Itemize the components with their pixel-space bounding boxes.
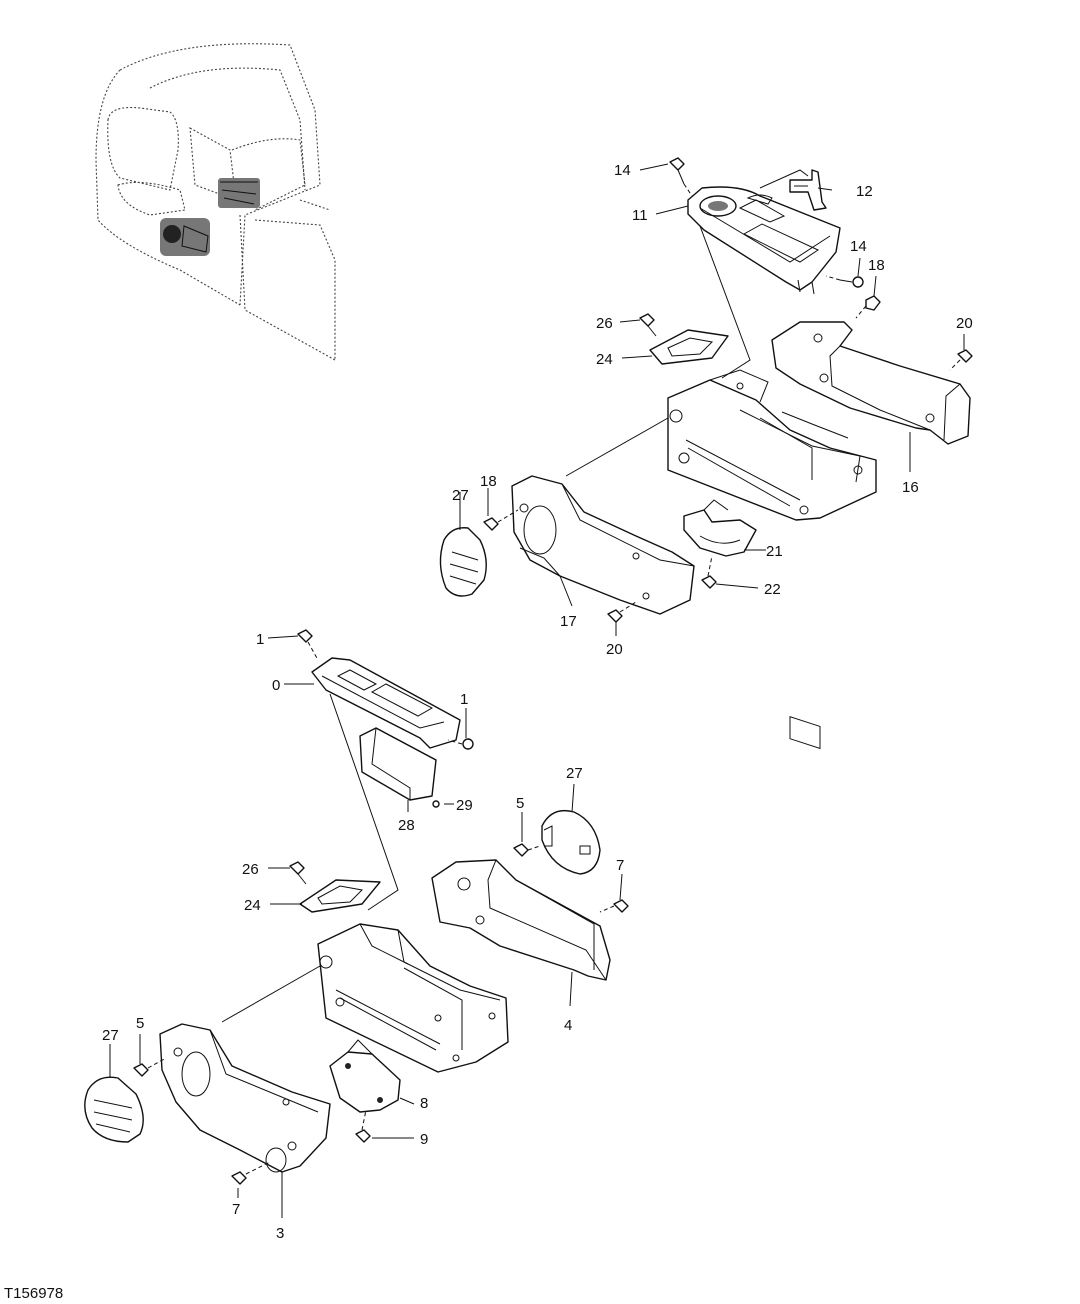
part-18-nut-upper [855,295,881,319]
cab-console-left-marker [160,218,210,256]
callout-14-top: 14 [614,162,631,179]
callout-22: 22 [764,581,781,598]
callout-16: 16 [902,479,919,496]
part-18-bolt-left [483,509,519,531]
callout-24-upper: 24 [596,351,613,368]
callout-3: 3 [276,1225,284,1242]
callout-0: 0 [272,677,280,694]
callout-27-upper: 27 [452,487,469,504]
part-5-bolt-left [133,1057,167,1077]
callout-26-upper: 26 [596,315,613,332]
part-26-screw-upper [639,313,657,337]
callout-24-lower: 24 [244,897,261,914]
part-24-grommet-plate-lower [299,879,381,913]
part-5-bolt-right [513,843,541,857]
callout-4: 4 [564,1017,572,1034]
callout-26-lower: 26 [242,861,259,878]
part-11-control-panel-cover [687,186,841,295]
cab-locator-illustration [95,43,336,361]
callout-8: 8 [420,1095,428,1112]
part-3-left-side-cover [159,1023,331,1173]
part-17-left-side-cover [511,475,695,615]
part-1-screw-right [447,738,474,750]
part-8-bracket-lower [329,1039,401,1113]
callout-29: 29 [456,797,473,814]
callout-labels: 14 12 11 14 18 26 24 20 16 18 27 21 22 1… [102,162,973,1242]
part-27-cap-upper [439,527,487,597]
callout-leaders [109,163,965,1218]
part-14-screw-right [825,275,864,288]
part-22-screw [701,555,717,589]
lower-console-assembly [84,629,629,1185]
lower-console-frame [317,923,509,1073]
callout-9: 9 [420,1131,428,1148]
callout-7-left: 7 [232,1201,240,1218]
callout-18-upper: 18 [868,257,885,274]
part-16-right-side-cover [771,321,971,445]
callout-27-right: 27 [566,765,583,782]
part-4-right-side-cover [431,859,611,981]
callout-27-left: 27 [102,1027,119,1044]
part-20-screw-lower [607,601,637,623]
callout-5-left: 5 [136,1015,144,1032]
callout-1-right: 1 [460,691,468,708]
part-27-cap-right [541,809,601,875]
part-24-grommet-plate-upper [649,329,729,365]
callout-21: 21 [766,543,783,560]
part-9-screw [355,1109,371,1143]
callout-28: 28 [398,817,415,834]
callout-5-right: 5 [516,795,524,812]
callout-11: 11 [632,207,648,224]
part-14-screw-top [669,157,693,197]
part-7-screw-right [599,899,629,913]
figure-reference-code: T156978 [4,1285,63,1302]
callout-20-upper: 20 [956,315,973,332]
callout-14-right: 14 [850,238,867,255]
part-7-screw-left [231,1161,271,1185]
part-0-armrest-cover [311,657,461,749]
part-1-screw-top [297,629,319,661]
part-27-cap-left [84,1076,144,1143]
cab-console-right-marker [218,178,260,208]
callout-7-right: 7 [616,857,624,874]
callout-1-top: 1 [256,631,264,648]
part-28-storage-box [359,727,437,801]
part-21-bracket-upper [683,499,757,557]
callout-20-lower: 20 [606,641,623,658]
upper-console-frame [667,369,877,750]
part-12-bracket [789,169,827,211]
part-20-screw-upper [949,349,973,371]
part-26-screw-lower [289,861,307,885]
callout-17: 17 [560,613,577,630]
callout-18-left: 18 [480,473,497,490]
callout-12: 12 [856,183,873,200]
part-29-screw [432,800,440,808]
upper-console-assembly [439,157,973,750]
